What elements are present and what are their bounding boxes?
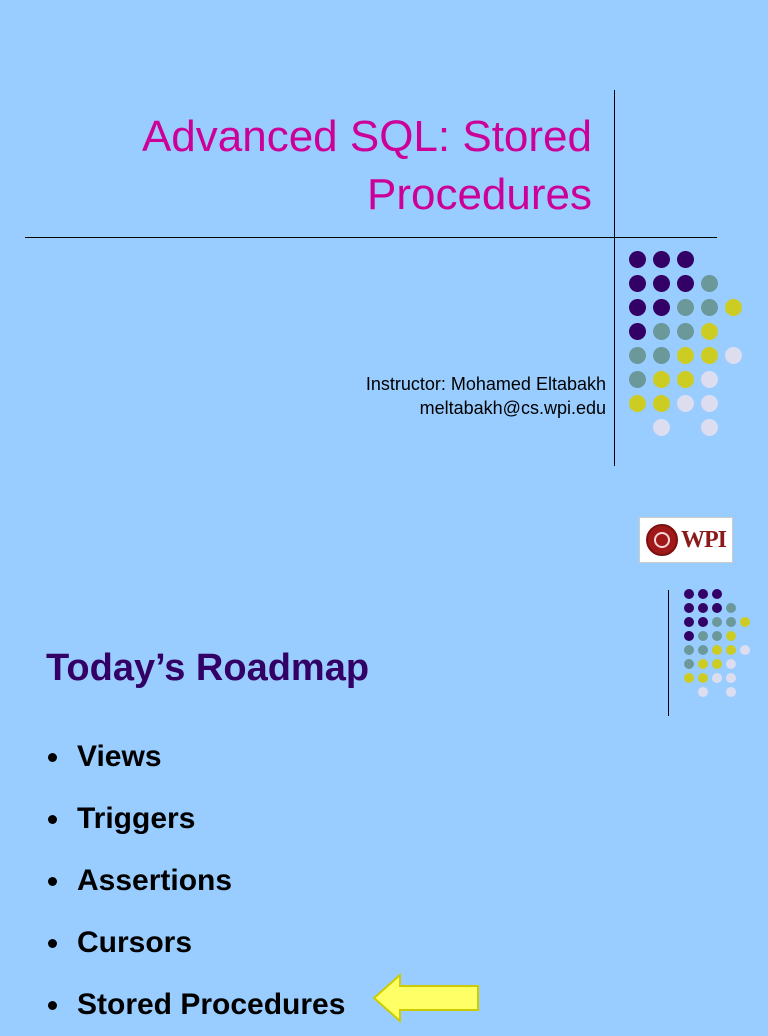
instructor-name: Instructor: Mohamed Eltabakh [365, 374, 606, 394]
list-item: Assertions [46, 850, 345, 912]
bullet-icon [48, 938, 57, 948]
decorative-dot [700, 370, 718, 388]
list-item: Cursors [46, 912, 345, 974]
decorative-dot [652, 394, 670, 412]
decorative-dot [684, 589, 694, 599]
bullet-icon [48, 814, 57, 824]
list-item-label: Views [77, 740, 162, 773]
slide-title-line1: Advanced SQL: Stored [141, 112, 592, 161]
roadmap-title: Today’s Roadmap [46, 647, 370, 689]
decorative-dot [700, 298, 718, 316]
decorative-dot [724, 298, 742, 316]
decorative-dot [740, 645, 750, 655]
decorative-dot [684, 617, 694, 627]
roadmap-list: Views Triggers Assertions Cursors Stored… [46, 726, 345, 1036]
decorative-dot [700, 346, 718, 364]
instructor-info: Instructor: Mohamed Eltabakh meltabakh@c… [200, 372, 606, 420]
decorative-dot [700, 394, 718, 412]
list-item: Views [46, 726, 345, 788]
vertical-divider [614, 90, 615, 466]
decorative-dot [712, 631, 722, 641]
decorative-dot [712, 659, 722, 669]
decorative-dot [724, 346, 742, 364]
wpi-seal-icon [646, 524, 678, 556]
decorative-dot [652, 322, 670, 340]
decorative-dot [652, 418, 670, 436]
list-item: Stored Procedures [46, 974, 345, 1036]
list-item-label: Triggers [77, 802, 196, 835]
wpi-logo: WPI [639, 517, 733, 563]
decorative-dot [676, 322, 694, 340]
decorative-dot [700, 274, 718, 292]
decorative-dot [700, 322, 718, 340]
bullet-icon [48, 876, 57, 886]
decorative-dot [652, 298, 670, 316]
bullet-icon [48, 752, 57, 762]
decorative-dot [684, 659, 694, 669]
decorative-dot [628, 346, 646, 364]
slide-title-line2: Procedures [366, 170, 592, 219]
decorative-dot [712, 603, 722, 613]
horizontal-divider [25, 237, 717, 238]
decorative-dot [726, 631, 736, 641]
decorative-dot [698, 617, 708, 627]
list-item-label: Cursors [77, 926, 193, 959]
decorative-dot [712, 589, 722, 599]
decorative-dot [628, 370, 646, 388]
decorative-dot [676, 394, 694, 412]
decorative-dot [712, 645, 722, 655]
decorative-dot [628, 394, 646, 412]
decorative-dot [628, 250, 646, 268]
decorative-dot [712, 617, 722, 627]
decorative-dot [698, 687, 708, 697]
decorative-dot [712, 673, 722, 683]
instructor-email: meltabakh@cs.wpi.edu [419, 398, 606, 418]
decorative-dot [652, 274, 670, 292]
slide-title: Advanced SQL: Stored Procedures [40, 108, 592, 224]
decorative-dot [652, 346, 670, 364]
decorative-dot [698, 645, 708, 655]
decorative-dot [652, 250, 670, 268]
decorative-dot [628, 298, 646, 316]
decorative-dot [726, 603, 736, 613]
decorative-dot [676, 250, 694, 268]
decorative-dot [700, 418, 718, 436]
decorative-dot [676, 298, 694, 316]
decorative-dot [726, 645, 736, 655]
decorative-dot [676, 370, 694, 388]
decorative-dot [628, 322, 646, 340]
decorative-dot [726, 617, 736, 627]
decorative-dot [698, 603, 708, 613]
decorative-dot [726, 687, 736, 697]
decorative-dot [684, 645, 694, 655]
wpi-logo-text: WPI [681, 526, 727, 553]
decorative-dot [698, 631, 708, 641]
slide2-vertical-divider [668, 590, 669, 716]
decorative-dot [628, 274, 646, 292]
decorative-dot [684, 673, 694, 683]
decorative-dot [652, 370, 670, 388]
list-item-label: Stored Procedures [77, 988, 346, 1021]
list-item: Triggers [46, 788, 345, 850]
bullet-icon [48, 1000, 57, 1010]
decorative-dot [698, 589, 708, 599]
decorative-dot [740, 617, 750, 627]
decorative-dot [726, 673, 736, 683]
decorative-dot [676, 346, 694, 364]
decorative-dot [698, 673, 708, 683]
decorative-dot [698, 659, 708, 669]
decorative-dot [726, 659, 736, 669]
list-item-label: Assertions [77, 864, 233, 897]
current-topic-arrow-icon [370, 972, 482, 1024]
decorative-dot [676, 274, 694, 292]
decorative-dot [684, 603, 694, 613]
decorative-dot [684, 631, 694, 641]
